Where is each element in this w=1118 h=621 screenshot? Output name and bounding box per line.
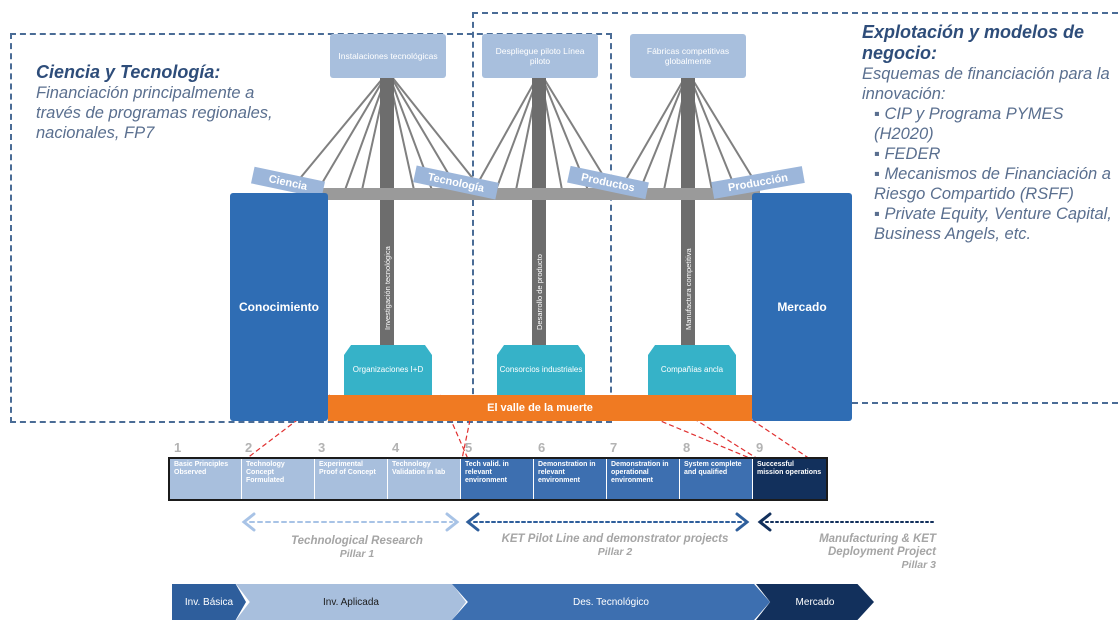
right-title: Explotación y modelos de negocio: xyxy=(862,22,1085,63)
trl-frame xyxy=(168,457,828,501)
tower-1-top: Instalaciones tecnológicas xyxy=(330,34,446,78)
trl-box-3: Experimental Proof of Concept xyxy=(315,459,388,499)
right-text-block: Explotación y modelos de negocio: Esquem… xyxy=(862,22,1118,244)
trl-box-6: Demonstration in relevant environment xyxy=(534,459,607,499)
org-industrial: Consorcios industriales xyxy=(497,345,585,395)
right-item: ▪ Mecanismos de Financiación a Riesgo Co… xyxy=(874,165,1111,203)
trl-box-8: System complete and qualified xyxy=(680,459,753,499)
tower-2-top: Despliegue piloto Línea piloto xyxy=(482,34,598,78)
right-item: ▪ Private Equity, Venture Capital, Busin… xyxy=(874,205,1112,243)
trl-number: 8 xyxy=(683,440,691,455)
phase-market: Mercado xyxy=(756,584,874,620)
tower-3 xyxy=(681,72,695,372)
tower-2 xyxy=(532,72,546,372)
pillar-3: Manufacturing & KET Deployment Project P… xyxy=(819,533,936,571)
trl-number: 2 xyxy=(245,440,253,455)
left-text-block: Ciencia y Tecnología: Financiación princ… xyxy=(36,62,301,143)
tower-3-top: Fábricas competitivas globalmente xyxy=(630,34,746,78)
trl-number: 6 xyxy=(538,440,546,455)
trl-box-1: Basic Principles Observed xyxy=(170,459,242,499)
pillar-1: Technological Research Pillar 1 xyxy=(291,535,423,560)
pillar-2: KET Pilot Line and demonstrator projects… xyxy=(501,533,729,558)
trl-number: 5 xyxy=(465,440,473,455)
valley-of-death: El valle de la muerte xyxy=(328,395,752,421)
knowledge-pillar: Conocimiento xyxy=(230,193,328,421)
tower-1 xyxy=(380,72,394,372)
trl-box-7: Demonstration in operational environment xyxy=(607,459,680,499)
trl-number: 7 xyxy=(610,440,618,455)
trl-box-9: Successful mission operations xyxy=(753,459,826,499)
trl-number: 3 xyxy=(318,440,326,455)
trl-number: 4 xyxy=(392,440,400,455)
trl-number: 1 xyxy=(174,440,182,455)
phase-applied: Inv. Aplicada xyxy=(236,584,466,620)
trl-box-4: Technology Validation in lab xyxy=(388,459,461,499)
trl-number: 9 xyxy=(756,440,764,455)
left-title: Ciencia y Tecnología: xyxy=(36,62,221,82)
trl-box-2: Technology Concept Formulated xyxy=(242,459,315,499)
org-rd: Organizaciones I+D xyxy=(344,345,432,395)
phase-basic: Inv. Básica xyxy=(172,584,246,620)
science-technology-frame xyxy=(10,33,612,423)
right-item: ▪ CIP y Programa PYMES (H2020) xyxy=(874,105,1064,143)
org-anchor: Compañías ancla xyxy=(648,345,736,395)
right-subtitle: Esquemas de financiación para la innovac… xyxy=(862,65,1110,103)
trl-box-5: Tech valid. in relevant environment xyxy=(461,459,534,499)
left-text: Financiación principalmente a través de … xyxy=(36,84,273,142)
phase-tech-dev: Des. Tecnológico xyxy=(452,584,770,620)
market-pillar: Mercado xyxy=(752,193,852,421)
right-item: ▪ FEDER xyxy=(874,145,941,163)
